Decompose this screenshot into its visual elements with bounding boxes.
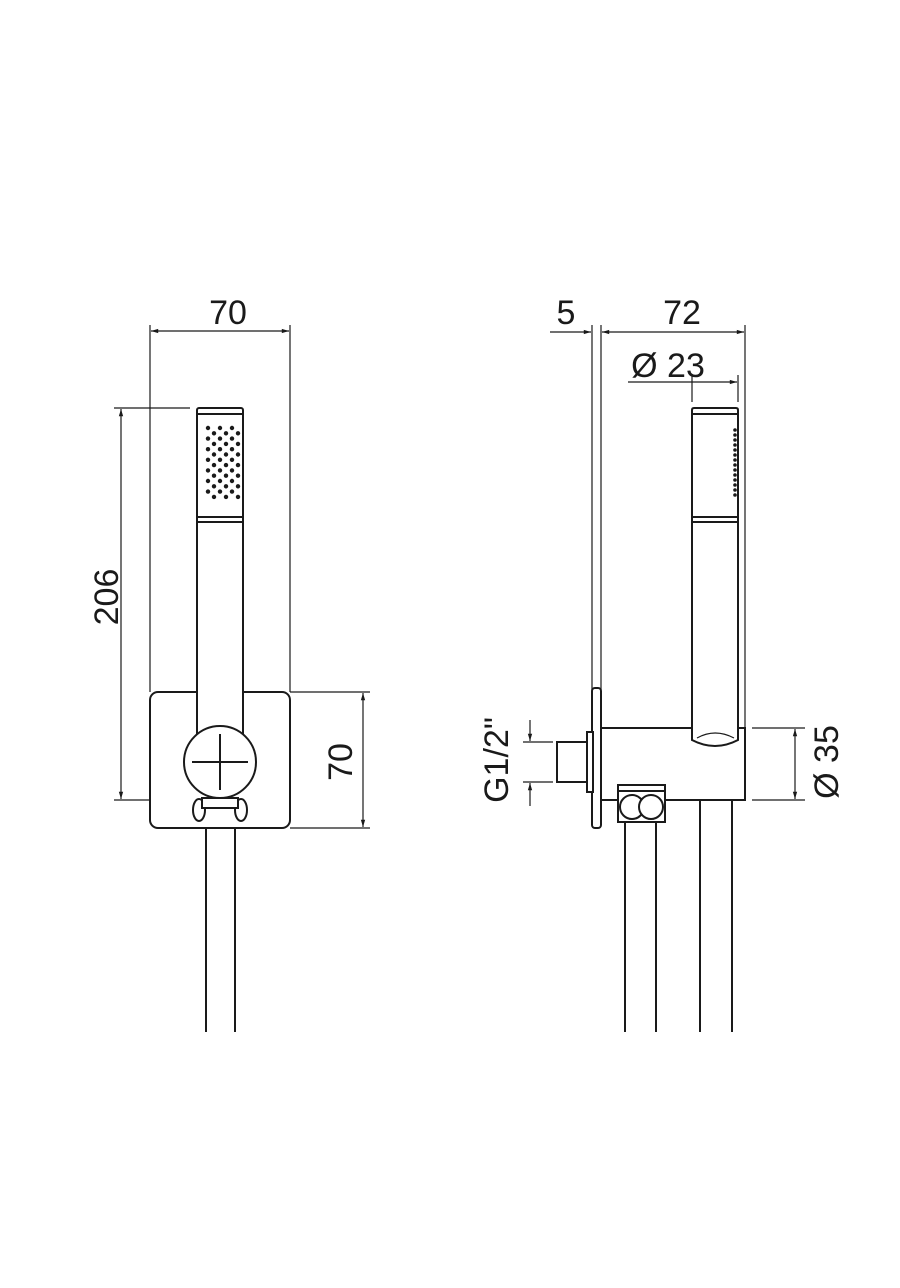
height-label: 206 (88, 569, 126, 626)
nozzle-dot (733, 443, 737, 447)
spray-nozzles-side (733, 428, 737, 497)
side-view: 5 72 Ø 23 G1/2" Ø 35 (478, 294, 846, 1032)
nozzle-dot (205, 447, 211, 452)
front-view: 70 206 70 (88, 294, 370, 1032)
dimension-plate-70: 70 (290, 691, 370, 829)
spray-nozzles (205, 425, 241, 500)
nozzle-dot (217, 447, 223, 452)
nozzle-dot (223, 452, 229, 457)
nozzle-dot (733, 448, 737, 452)
nozzle-dot (217, 489, 223, 494)
hose-nut (617, 784, 666, 823)
nozzle-dot (733, 468, 737, 472)
nozzle-dot (229, 478, 235, 484)
dimension-width-70: 70 (149, 294, 291, 692)
dimension-diameter-35: Ø 35 (752, 725, 846, 801)
nozzle-dot (235, 441, 241, 447)
nozzle-dot (205, 489, 211, 494)
nozzle-dot (211, 441, 217, 447)
nozzle-dot (217, 436, 223, 441)
dimension-diameter-23: Ø 23 (628, 347, 739, 402)
nozzle-dot (733, 438, 737, 442)
nozzle-dot (211, 431, 217, 436)
nozzle-dot (211, 462, 217, 468)
nozzle-dot (235, 452, 241, 457)
nozzle-dot (211, 494, 217, 500)
nozzle-dot (211, 484, 217, 489)
nozzle-dot (733, 478, 737, 482)
nozzle-dot (205, 468, 211, 473)
thread-label: G1/2" (478, 717, 516, 803)
nozzle-dot (223, 484, 229, 489)
handle-diameter-label: Ø 23 (631, 347, 705, 385)
nozzle-dot (229, 447, 235, 452)
nozzle-dot (211, 452, 217, 457)
body-diameter-label: Ø 35 (808, 725, 846, 799)
nozzle-dot (235, 484, 241, 489)
nozzle-dot (229, 468, 235, 473)
nozzle-dot (733, 463, 737, 467)
nozzle-dot (223, 431, 229, 436)
nozzle-dot (235, 473, 241, 478)
nozzle-dot (217, 457, 223, 462)
plate-height-label: 70 (322, 743, 360, 781)
nozzle-dot (223, 462, 229, 468)
nozzle-dot (733, 493, 737, 497)
nozzle-dot (205, 457, 211, 462)
nozzle-dot (205, 436, 211, 441)
plate-thickness-label: 5 (557, 294, 576, 332)
hoses-side (624, 800, 733, 1032)
nozzle-dot (223, 473, 229, 478)
nozzle-dot (217, 468, 223, 473)
nozzle-dot (211, 473, 217, 478)
holder-knob (183, 725, 257, 799)
hand-shower-front (196, 407, 244, 739)
nozzle-dot (235, 431, 241, 436)
hose-front (205, 810, 236, 1032)
nozzle-dot (205, 478, 211, 484)
nozzle-dot (229, 457, 235, 462)
dimension-plate-5: 5 (550, 294, 602, 690)
nozzle-dot (235, 494, 241, 500)
nozzle-dot (733, 488, 737, 492)
nozzle-dot (223, 494, 229, 500)
hand-shower-side (691, 407, 739, 747)
nozzle-dot (217, 425, 223, 431)
width-label: 70 (209, 294, 247, 332)
depth-label: 72 (663, 294, 701, 332)
nozzle-dot (733, 428, 737, 432)
nozzle-dot (229, 425, 235, 431)
nozzle-dot (733, 458, 737, 462)
nozzle-dot (733, 433, 737, 437)
dimension-height-206: 206 (88, 407, 196, 801)
hose-clip (192, 797, 248, 822)
dimension-thread: G1/2" (478, 717, 553, 806)
connector-flange (586, 731, 594, 793)
nozzle-dot (223, 441, 229, 447)
nozzle-dot (205, 425, 211, 431)
nozzle-dot (229, 436, 235, 441)
dimension-depth-72: 72 (601, 294, 746, 800)
nozzle-dot (733, 473, 737, 477)
nozzle-dot (229, 489, 235, 494)
nozzle-dot (217, 478, 223, 484)
nozzle-dot (733, 483, 737, 487)
nozzle-dot (235, 462, 241, 468)
nozzle-dot (733, 453, 737, 457)
